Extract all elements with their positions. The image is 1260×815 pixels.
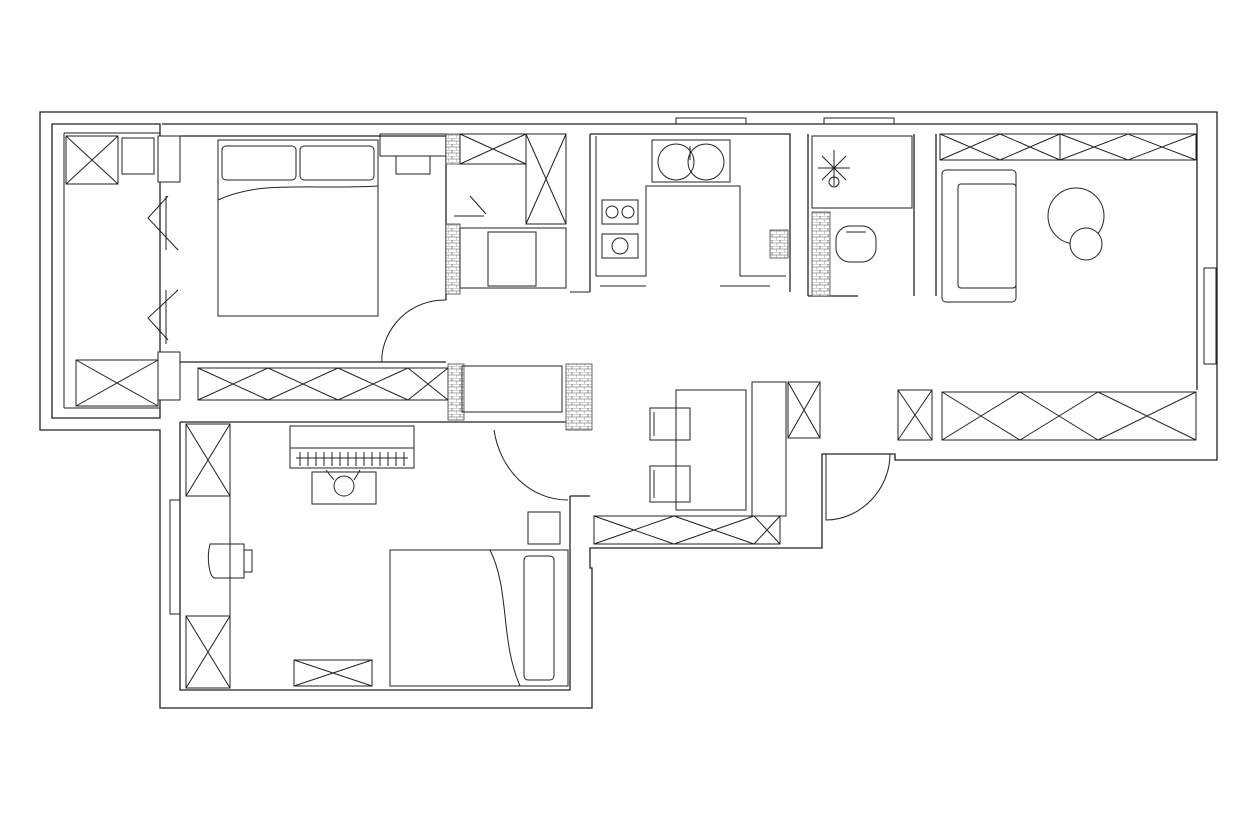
wardrobe bbox=[185, 615, 231, 689]
folding-door[interactable] bbox=[147, 195, 179, 341]
second-bedroom bbox=[169, 422, 590, 691]
living-room bbox=[825, 124, 1217, 521]
chair bbox=[649, 407, 691, 441]
counter bbox=[595, 136, 786, 277]
balcony-cabinet bbox=[75, 359, 159, 407]
pillow bbox=[523, 555, 555, 681]
desk bbox=[379, 133, 447, 157]
wardrobe bbox=[197, 367, 449, 401]
balcony-cabinet bbox=[65, 135, 119, 185]
cabinet bbox=[525, 133, 567, 225]
outer-walls bbox=[39, 111, 1218, 709]
cabinet-row bbox=[593, 515, 781, 545]
stool bbox=[1069, 227, 1103, 261]
kitchen bbox=[570, 117, 791, 293]
chair bbox=[649, 465, 691, 503]
desk bbox=[459, 227, 567, 289]
dining bbox=[447, 363, 821, 545]
cabinet bbox=[897, 389, 933, 441]
balcony bbox=[63, 132, 179, 409]
piano-bench bbox=[311, 469, 377, 505]
stove bbox=[601, 199, 639, 225]
shower bbox=[811, 135, 913, 209]
study-nook bbox=[445, 133, 567, 295]
cabinet bbox=[787, 381, 821, 439]
toilet bbox=[835, 225, 877, 263]
door-swing bbox=[381, 299, 447, 363]
nightstand bbox=[527, 511, 561, 545]
pillow bbox=[221, 145, 297, 181]
cabinet-row bbox=[939, 133, 1197, 161]
entry-door-swing[interactable] bbox=[825, 453, 891, 521]
balcony-cabinet bbox=[121, 137, 155, 175]
cabinet bbox=[293, 659, 373, 687]
sofa bbox=[941, 169, 1017, 303]
wardrobe bbox=[185, 423, 231, 497]
tv-cabinet bbox=[941, 391, 1197, 441]
double-sink bbox=[651, 139, 731, 183]
master-bedroom bbox=[157, 133, 590, 423]
chair bbox=[207, 543, 253, 579]
bed bbox=[389, 549, 569, 687]
double-bed bbox=[217, 139, 379, 317]
bar-counter bbox=[675, 389, 747, 511]
pillow bbox=[299, 145, 375, 181]
piano bbox=[289, 425, 415, 469]
bathroom bbox=[807, 117, 915, 297]
cabinet bbox=[459, 133, 527, 165]
stove bbox=[601, 233, 639, 259]
